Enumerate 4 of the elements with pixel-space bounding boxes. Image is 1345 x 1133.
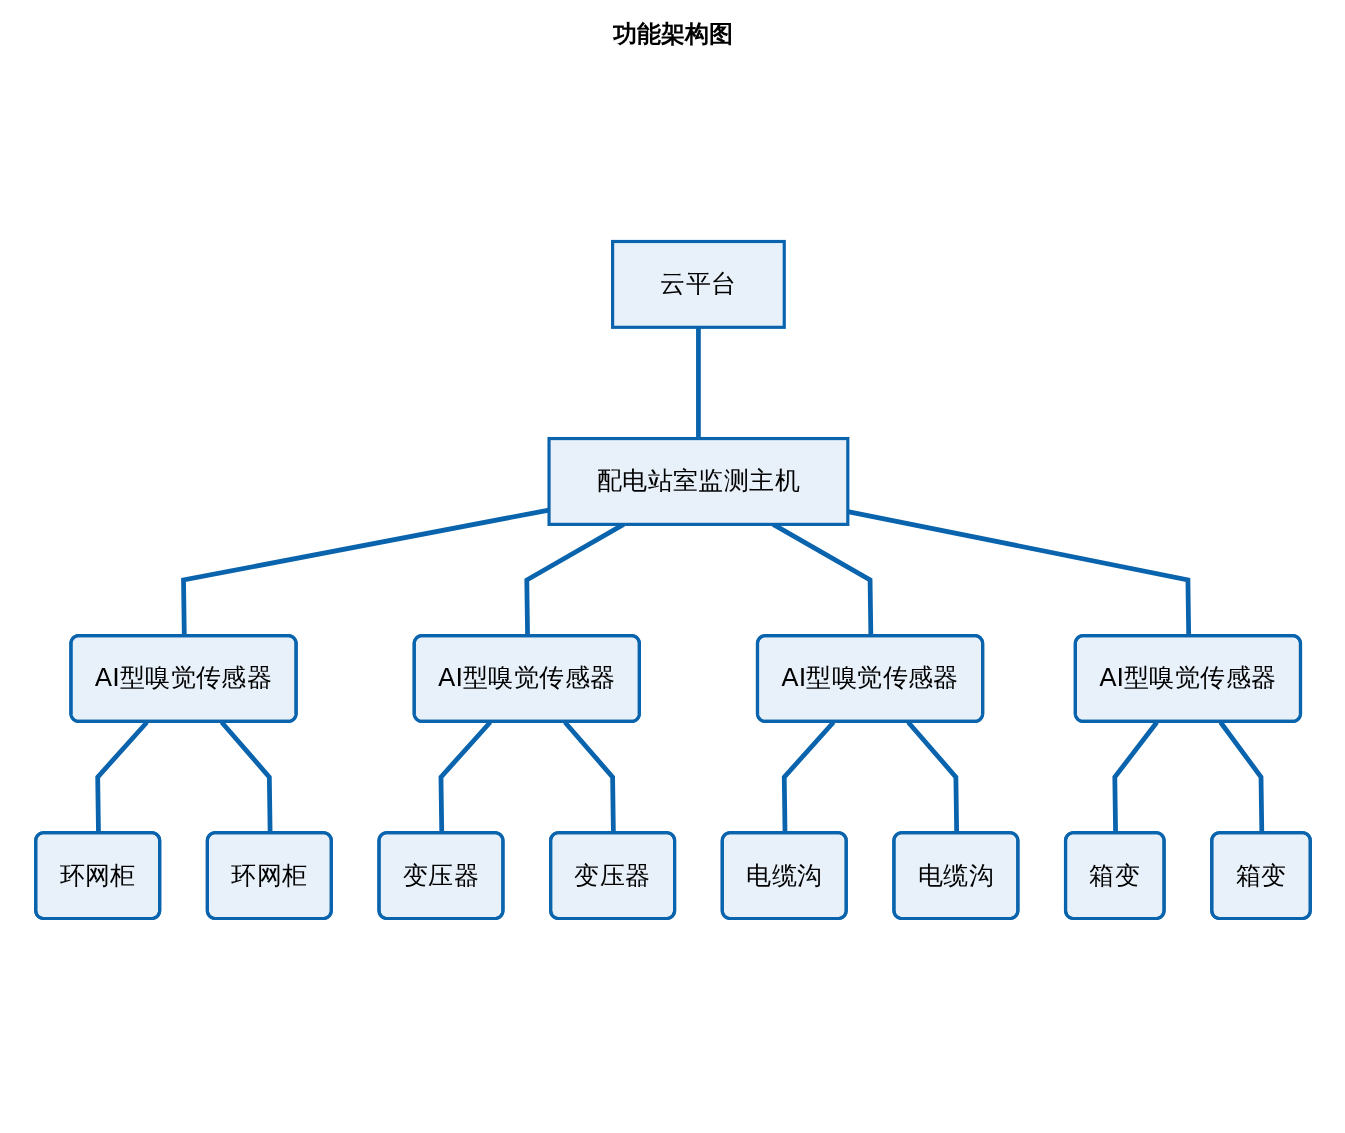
node-box: 配电站室监测主机 (546, 436, 849, 526)
node-box: 云平台 (610, 239, 786, 329)
diagram-title: 功能架构图 (611, 19, 734, 50)
connector (695, 327, 701, 439)
